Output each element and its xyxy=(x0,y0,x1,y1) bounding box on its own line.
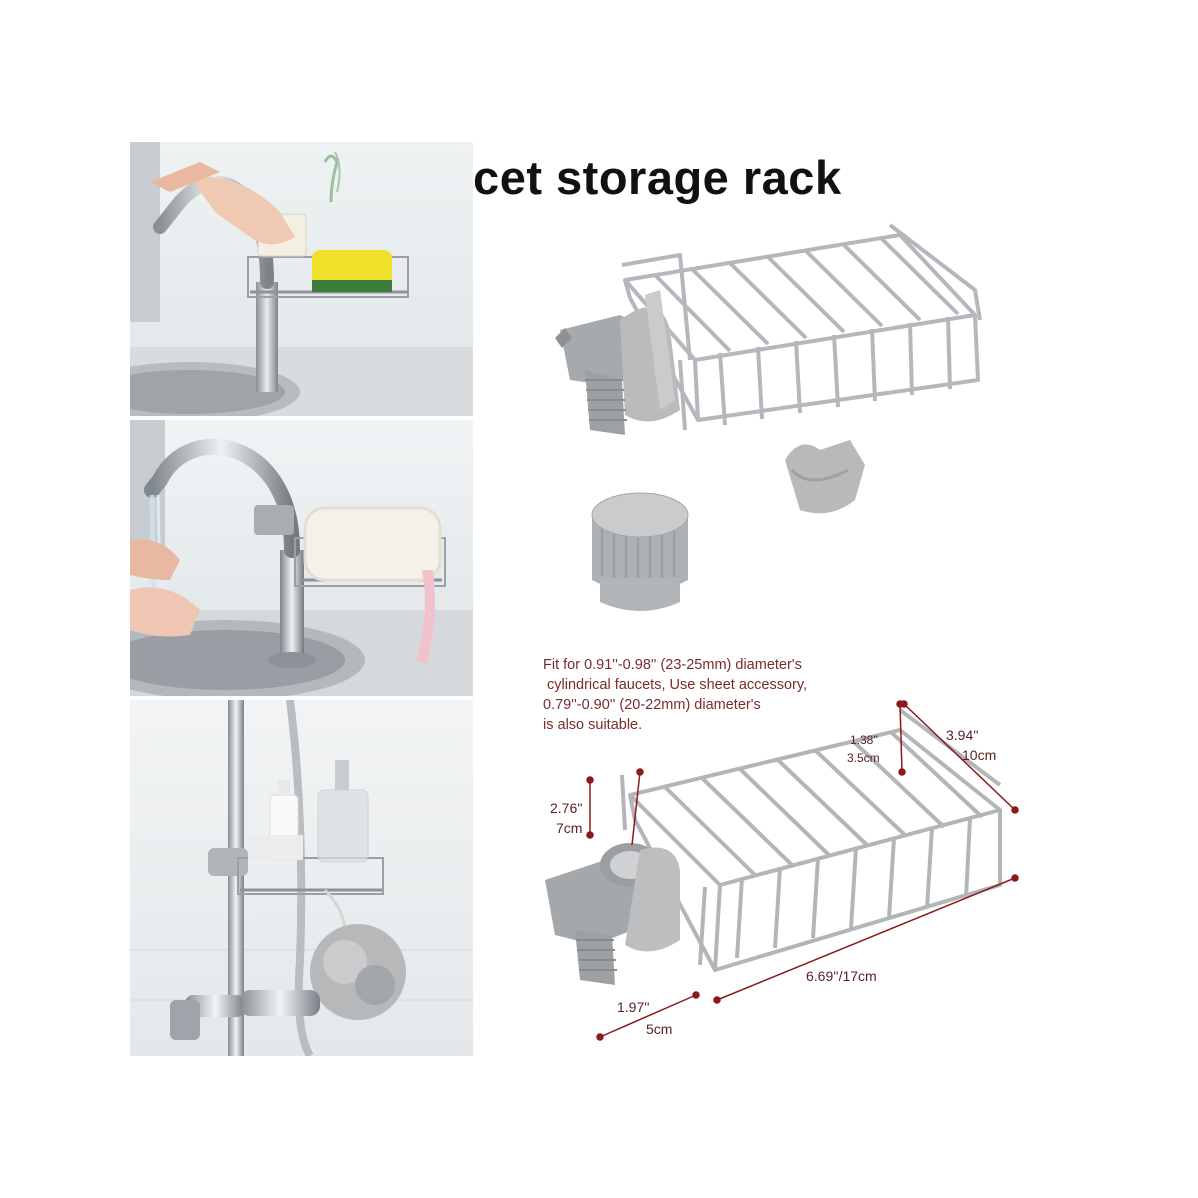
spare-sheet-accessory xyxy=(785,440,865,514)
shower-rack-photo xyxy=(130,700,473,1056)
width-inch-label: 3.94'' xyxy=(946,727,979,743)
dimension-clamp xyxy=(545,843,680,985)
wire-basket xyxy=(621,223,982,431)
height-inch-label: 1.38'' xyxy=(850,733,878,747)
width-cm-label: 10cm xyxy=(962,747,997,763)
height-cm-label: 3.5cm xyxy=(847,751,880,765)
clamp-knob xyxy=(591,492,689,611)
clamp-cm-label: 7cm xyxy=(556,820,583,836)
faucet-rack-photo xyxy=(130,420,473,696)
faucet-clamp xyxy=(555,290,680,435)
kitchen-sponge-photo xyxy=(130,142,473,416)
dimension-markers xyxy=(586,700,1019,1041)
dimension-diagram xyxy=(545,700,1019,1041)
depth-cm-label: 5cm xyxy=(646,1021,673,1037)
depth-inch-label: 1.97'' xyxy=(617,999,650,1015)
length-label: 6.69''/17cm xyxy=(806,968,877,984)
clamp-inch-label: 2.76'' xyxy=(550,800,583,816)
rack-product-image xyxy=(555,223,982,611)
fit-note: Fit for 0.91''-0.98'' (23-25mm) diameter… xyxy=(543,657,808,733)
